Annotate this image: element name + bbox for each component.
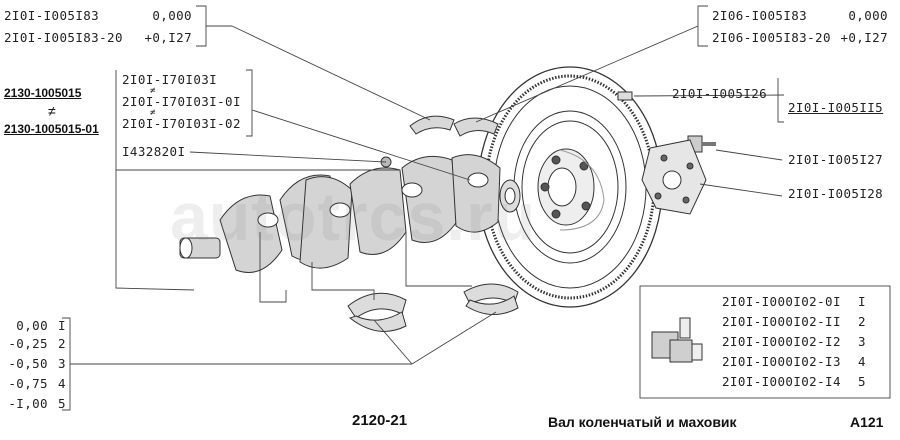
pin-part-1: 2I0I-I70I03I xyxy=(122,72,218,87)
top-right-value-1: 0,000 xyxy=(848,8,888,23)
callout-flywheel: 2I0I-I005II5 xyxy=(788,100,884,115)
callout-bolt: 2I0I-I005I27 xyxy=(788,152,884,167)
pilot-bearing-drawing xyxy=(499,179,521,213)
undersize-code: I xyxy=(58,318,66,333)
undersize-value: -0,75 xyxy=(8,376,48,391)
kit-part: 2I0I-I000I02-I2 xyxy=(722,334,841,349)
pin-part-3: 2I0I-I70I03I-02 xyxy=(122,116,241,131)
top-left-part-2: 2I0I-I005I83-20 xyxy=(4,30,123,45)
main-bearings-drawing xyxy=(347,283,519,332)
bearing-ref: I432820I xyxy=(122,144,186,159)
top-right-part-2: 2I06-I005I83-20 xyxy=(712,30,831,45)
undersize-code: 4 xyxy=(58,376,66,391)
callout-washer: 2I0I-I005I28 xyxy=(788,186,884,201)
kit-code: 2 xyxy=(858,314,866,329)
crankshaft-drawing xyxy=(179,154,501,273)
thrust-washers-drawing xyxy=(380,115,499,168)
crankshaft-part-b: 2130-1005015-01 xyxy=(4,122,99,136)
kit-part: 2I0I-I000I02-II xyxy=(722,314,841,329)
kit-code: 3 xyxy=(858,334,866,349)
kit-part: 2I0I-I000I02-I4 xyxy=(722,374,841,389)
kit-code: 5 xyxy=(858,374,866,389)
callout-dowel: 2I0I-I005I26 xyxy=(672,86,768,101)
undersize-value: -0,50 xyxy=(8,356,48,371)
kit-code: 4 xyxy=(858,354,866,369)
undersize-code: 3 xyxy=(58,356,66,371)
watermark: autotrcs.ru xyxy=(170,179,537,255)
leader-lines xyxy=(62,5,891,411)
undersize-code: 5 xyxy=(58,396,66,411)
kit-code: I xyxy=(858,294,866,309)
model-number: 2120-21 xyxy=(352,412,408,429)
washer-plate-drawing xyxy=(641,139,707,215)
bearing-kit-thumbnail xyxy=(651,317,703,363)
kit-part: 2I0I-I000I02-0I xyxy=(722,294,841,309)
diagram-title: Вал коленчатый и маховик xyxy=(548,414,737,430)
top-left-part-1: 2I0I-I005I83 xyxy=(4,8,100,23)
top-left-value-1: 0,000 xyxy=(152,8,192,23)
page-code: A121 xyxy=(850,414,884,430)
kit-part: 2I0I-I000I02-I3 xyxy=(722,354,841,369)
undersize-value: -0,25 xyxy=(8,336,48,351)
undersize-value: -I,00 xyxy=(8,396,48,411)
pin-not-equal-2: ≠ xyxy=(150,108,156,118)
undersize-value: 0,00 xyxy=(16,318,48,333)
pin-not-equal-1: ≠ xyxy=(150,86,156,96)
pin-part-2: 2I0I-I70I03I-0I xyxy=(122,94,241,109)
not-equal-sign: ≠ xyxy=(48,103,56,119)
crankshaft-part-a: 2130-1005015 xyxy=(4,86,82,100)
top-right-part-1: 2I06-I005I83 xyxy=(712,8,808,23)
top-left-value-2: +0,I27 xyxy=(144,30,192,45)
dowel-pin-drawing xyxy=(617,91,633,101)
top-right-value-2: +0,I27 xyxy=(840,30,888,45)
undersize-code: 2 xyxy=(58,336,66,351)
